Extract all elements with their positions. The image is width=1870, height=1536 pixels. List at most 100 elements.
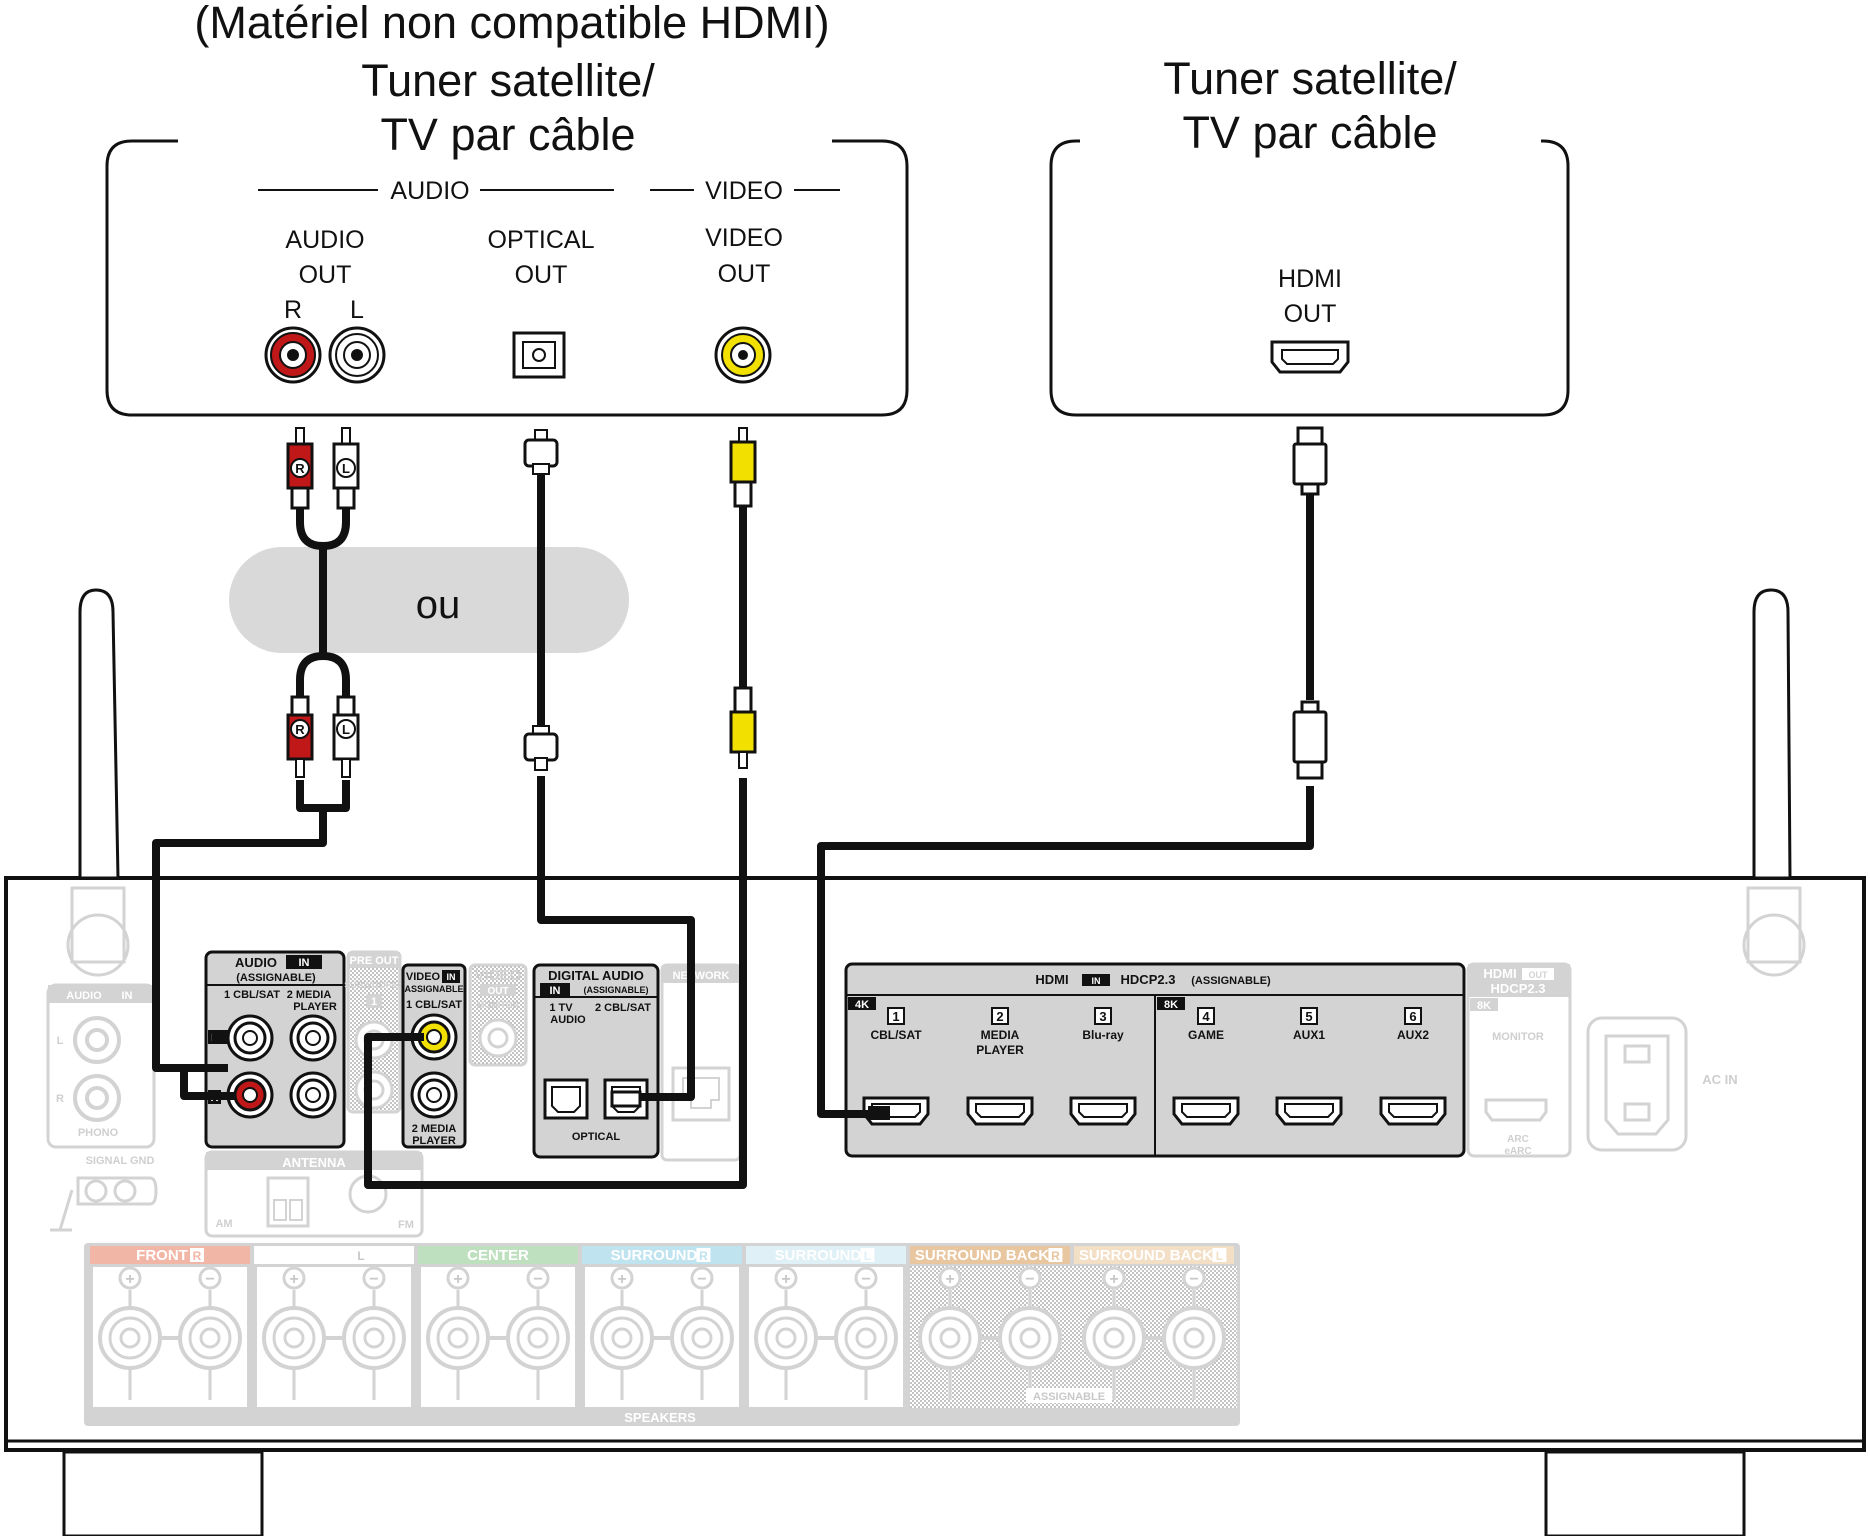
- minus-terminal-label: −: [205, 1271, 214, 1288]
- speaker-channel-label: SURROUND BACK: [1079, 1247, 1213, 1264]
- hdmi-in-port-label: AUX1: [1293, 1028, 1325, 1042]
- audio-group-label: AUDIO: [390, 177, 469, 205]
- hdmi-plug-top: [1292, 426, 1328, 496]
- svg-text:(ASSIGNABLE): (ASSIGNABLE): [1191, 975, 1271, 987]
- speaker-channel-label: SURROUND: [611, 1247, 698, 1264]
- plus-terminal-label: +: [1109, 1271, 1118, 1288]
- speaker-channel-side: R: [193, 1249, 202, 1263]
- video-in-1-jack: [410, 1013, 458, 1061]
- hdmi-in-port-number: 2: [996, 1009, 1003, 1024]
- hdmi-in-port-number: 1: [892, 1009, 899, 1024]
- svg-text:HDCP2.3: HDCP2.3: [1491, 981, 1546, 996]
- rca-cable-bottom-y: [296, 652, 350, 700]
- optical-plug-top: [523, 429, 559, 475]
- digital-audio-in-panel: DIGITAL AUDIO IN (ASSIGNABLE) 1 TV AUDIO…: [532, 963, 660, 1159]
- plus-terminal-label: +: [945, 1271, 954, 1288]
- rca-plug-l-top: L: [332, 427, 360, 510]
- svg-text:HDCP2.3: HDCP2.3: [1121, 972, 1176, 987]
- plus-terminal-label: +: [453, 1271, 462, 1288]
- svg-text:R: R: [295, 461, 305, 476]
- svg-text:HDMI: HDMI: [1035, 972, 1068, 987]
- svg-text:FM: FM: [398, 1219, 414, 1231]
- hdmi-out-label-1: HDMI: [1278, 265, 1342, 293]
- svg-text:(ASSIGNABLE): (ASSIGNABLE): [402, 984, 467, 994]
- svg-text:ANTENNA: ANTENNA: [282, 1155, 346, 1170]
- plus-terminal-label: +: [125, 1271, 134, 1288]
- svg-text:2 MEDIA: 2 MEDIA: [412, 1123, 457, 1135]
- svg-text:1: 1: [371, 996, 377, 1008]
- svg-text:8K: 8K: [1164, 999, 1178, 1011]
- speaker-channel-1: FRONT R + −: [90, 1246, 250, 1409]
- hdmi-in-port-number: 4: [1202, 1009, 1210, 1024]
- svg-text:2 CBL/SAT: 2 CBL/SAT: [595, 1002, 651, 1014]
- svg-text:AM: AM: [215, 1218, 232, 1230]
- svg-text:1 CBL/SAT: 1 CBL/SAT: [224, 989, 280, 1001]
- hdmi-in-port-number: 3: [1099, 1009, 1106, 1024]
- hdmi-in-port-number: 6: [1409, 1009, 1416, 1024]
- minus-terminal-label: −: [697, 1271, 706, 1288]
- optical-out-jack: [512, 331, 566, 379]
- video-plug-bottom: [729, 686, 757, 769]
- hdmi-in-port-label: AUX2: [1397, 1028, 1429, 1042]
- svg-text:IN: IN: [122, 990, 133, 1002]
- svg-text:OUT: OUT: [1529, 970, 1549, 980]
- left-device-outline: [105, 139, 909, 417]
- left-source-device: (Matériel non compatible HDMI) Tuner sat…: [105, 0, 909, 417]
- speaker-channel-side: R: [699, 1249, 708, 1263]
- speaker-channel-label: SURROUND BACK: [915, 1247, 1049, 1264]
- minus-terminal-label: −: [861, 1271, 870, 1288]
- svg-text:PRE OUT: PRE OUT: [350, 955, 399, 967]
- speaker-channel-label: CENTER: [467, 1247, 529, 1264]
- rca-plug-l-bottom: L: [332, 695, 360, 778]
- hdmi-in-port-label: MEDIA: [981, 1028, 1020, 1042]
- video-out-monitor-panel: VIDEO OUT MONITOR: [468, 963, 528, 1067]
- hdmi-in-port-label: CBL/SAT: [870, 1028, 922, 1042]
- speaker-channel-label: FRONT: [136, 1247, 188, 1264]
- speaker-channel-label: FRONT: [300, 1247, 352, 1264]
- hdmi-out-monitor-panel: HDMI OUT HDCP2.3 8K MONITOR ARC eARC: [1466, 962, 1572, 1158]
- svg-text:R: R: [295, 722, 305, 737]
- audio-out-label-1: AUDIO: [285, 226, 364, 254]
- rca-plug-r-bottom: R: [286, 695, 314, 778]
- speaker-channel-color: [254, 1246, 414, 1264]
- svg-text:L: L: [342, 461, 350, 476]
- svg-text:SIGNAL GND: SIGNAL GND: [86, 1155, 155, 1167]
- speaker-channel-side: L: [357, 1249, 364, 1263]
- optical-in-1-jack: [543, 1078, 589, 1120]
- speaker-channel-color: [90, 1246, 250, 1264]
- svg-text:IN: IN: [299, 957, 310, 969]
- audio-out-l-label: L: [350, 296, 364, 324]
- svg-text:AC IN: AC IN: [1702, 1072, 1737, 1087]
- svg-text:OUT: OUT: [487, 986, 508, 997]
- preout-subwoofer-panel: PRE OUT SUBWOOFER 1: [344, 950, 404, 1114]
- speakers-label: SPEAKERS: [624, 1410, 696, 1425]
- svg-text:ARC: ARC: [1507, 1134, 1529, 1145]
- svg-text:(ASSIGNABLE): (ASSIGNABLE): [584, 985, 649, 995]
- svg-text:PLAYER: PLAYER: [412, 1135, 456, 1147]
- audio-out-l-jack: [328, 326, 386, 384]
- svg-text:HDMI: HDMI: [1483, 966, 1516, 981]
- svg-text:2 MEDIA: 2 MEDIA: [287, 989, 332, 1001]
- ac-inlet: AC IN: [1586, 1016, 1738, 1152]
- minus-terminal-label: −: [1189, 1271, 1198, 1288]
- video-cable-route: [364, 778, 747, 1189]
- svg-text:L: L: [342, 722, 350, 737]
- speaker-channel-color: [418, 1246, 578, 1264]
- rca-plug-r-top: R: [286, 427, 314, 510]
- optical-cable-route: [537, 776, 695, 1101]
- video-group-label: VIDEO: [705, 177, 783, 205]
- hdmi-out-jack: [1270, 340, 1350, 374]
- audio-out-label-2: OUT: [299, 261, 352, 289]
- svg-text:MONITOR: MONITOR: [1492, 1031, 1544, 1043]
- optical-out-label-1: OPTICAL: [488, 226, 595, 254]
- plugs: R L R L: [212, 426, 1328, 1120]
- svg-text:AUDIO: AUDIO: [66, 990, 102, 1002]
- cables: [152, 470, 1314, 1189]
- svg-text:R: R: [56, 1093, 64, 1105]
